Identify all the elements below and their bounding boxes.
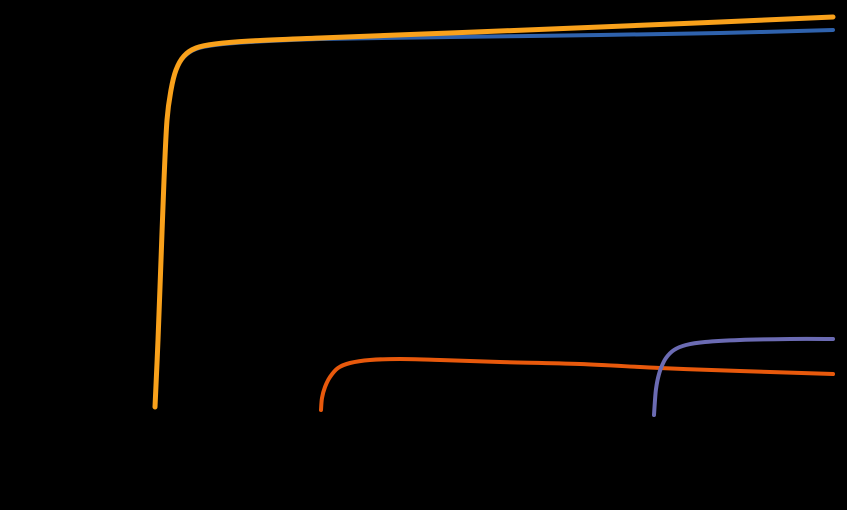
series-layer (152, 14, 836, 417)
series-purple-line (652, 336, 835, 417)
series-yellow-orange-line (152, 14, 836, 410)
